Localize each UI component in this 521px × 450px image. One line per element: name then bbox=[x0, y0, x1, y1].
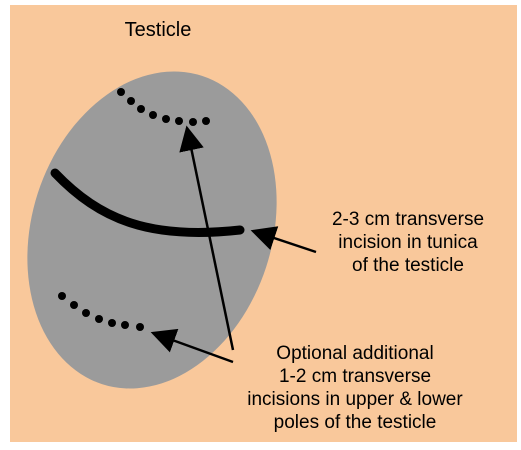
optional-incisions-label: Optional additional 1-2 cm transverse in… bbox=[205, 342, 505, 434]
transverse-incision-label-line-1: 2-3 cm transverse bbox=[300, 208, 516, 231]
lower-dot-7 bbox=[136, 323, 144, 331]
lower-dot-1 bbox=[58, 292, 66, 300]
optional-incisions-label-line-2: 1-2 cm transverse bbox=[205, 365, 505, 388]
optional-incisions-label-line-4: poles of the testicle bbox=[205, 411, 505, 434]
upper-dot-7 bbox=[189, 118, 197, 126]
upper-dot-2 bbox=[127, 97, 135, 105]
upper-dot-8 bbox=[202, 117, 210, 125]
upper-dot-6 bbox=[175, 117, 183, 125]
transverse-incision-label-line-3: of the testicle bbox=[300, 254, 516, 277]
lower-dot-6 bbox=[121, 321, 129, 329]
lower-dot-2 bbox=[70, 301, 78, 309]
upper-dot-4 bbox=[149, 111, 157, 119]
lower-dot-5 bbox=[108, 319, 116, 327]
optional-incisions-label-line-3: incisions in upper & lower bbox=[205, 388, 505, 411]
testicle-title: Testicle bbox=[108, 18, 208, 42]
lower-dot-3 bbox=[82, 309, 90, 317]
upper-dot-5 bbox=[162, 115, 170, 123]
lower-dot-4 bbox=[95, 315, 103, 323]
transverse-incision-label-line-2: incision in tunica bbox=[300, 231, 516, 254]
optional-incisions-label-line-1: Optional additional bbox=[205, 342, 505, 365]
upper-dot-1 bbox=[117, 88, 125, 96]
transverse-incision-label: 2-3 cm transverse incision in tunica of … bbox=[300, 208, 516, 277]
upper-dot-3 bbox=[137, 105, 145, 113]
